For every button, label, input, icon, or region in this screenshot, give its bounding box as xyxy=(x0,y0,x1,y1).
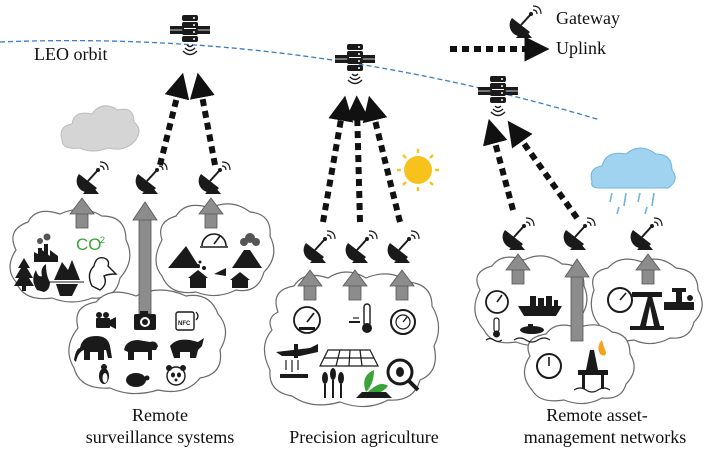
fire-icon xyxy=(33,264,50,292)
camera-icon xyxy=(134,311,156,330)
gateway-legend-label: Gateway xyxy=(556,8,620,28)
gateway-dish-icon xyxy=(75,161,109,195)
uplink-arrow xyxy=(344,95,370,223)
pest-magnifier-icon xyxy=(386,358,420,392)
gateway-dish-icon xyxy=(197,161,231,195)
cloud-icon xyxy=(60,105,140,152)
sun-icon xyxy=(397,149,439,191)
bear-icon xyxy=(124,340,158,360)
uplink-legend-label: Uplink xyxy=(556,38,607,58)
gauge-icon xyxy=(607,287,633,313)
tree-icon xyxy=(14,258,34,291)
submarine-icon xyxy=(513,324,551,343)
gauge-icon xyxy=(200,233,228,248)
turtle-icon xyxy=(126,373,150,387)
rhino-icon xyxy=(170,338,204,358)
co2-subscript: 2 xyxy=(100,235,105,245)
surveillance-label-line1: Remote xyxy=(132,405,188,425)
gateway-dish-icon xyxy=(501,217,535,251)
gateway-dish-icon xyxy=(302,230,336,264)
satellite-icon xyxy=(334,43,376,85)
crop-duster-icon xyxy=(276,344,318,378)
water-thermometer-icon xyxy=(485,317,503,343)
oil-rig-icon xyxy=(573,340,611,393)
pelican-icon xyxy=(88,256,118,291)
pressure-gauge-icon xyxy=(485,290,509,314)
gateway-dish-icon xyxy=(344,230,378,264)
surveillance-label-line2: surveillance systems xyxy=(85,427,235,447)
uplink-arrow xyxy=(320,95,354,223)
gateway-dish-icon xyxy=(386,230,420,264)
leo-orbit-line xyxy=(0,39,601,121)
uplink-arrow xyxy=(157,72,190,166)
uplink-arrow xyxy=(483,118,516,211)
gateway-dish-icon xyxy=(134,161,168,195)
volcano-icon xyxy=(232,233,262,268)
clock-gauge-icon xyxy=(536,353,562,379)
rockfall-icon xyxy=(214,268,226,276)
leo-orbit-label: LEO orbit xyxy=(34,44,108,64)
svg-text:NFC: NFC xyxy=(178,321,191,327)
pipeline-valve-icon xyxy=(664,288,694,310)
rain-cloud-icon xyxy=(590,147,676,215)
sprout-icon xyxy=(356,370,392,398)
panda-icon xyxy=(166,365,186,386)
nfc-icon: NFC xyxy=(175,311,199,331)
penguin-icon xyxy=(99,364,109,384)
gateway-dish-icon xyxy=(508,5,542,39)
sensor-dial-icon xyxy=(390,309,416,335)
co2-icon: CO xyxy=(76,235,102,254)
factory-icon xyxy=(34,233,58,262)
thermometer-icon xyxy=(349,303,372,333)
asset-cloud-bottom xyxy=(523,324,635,405)
long-upward-arrow xyxy=(564,258,590,342)
wheat-icon xyxy=(322,368,344,398)
asset-label-line1: Remote asset- xyxy=(546,405,648,425)
uplink-arrow xyxy=(507,120,580,220)
gateway-dish-icon xyxy=(562,217,596,251)
elephant-icon xyxy=(74,336,112,362)
iceberg-icon xyxy=(50,260,84,296)
uplink-arrow xyxy=(189,72,218,166)
agriculture-label: Precision agriculture xyxy=(289,427,439,447)
video-camera-icon xyxy=(96,312,116,329)
ship-icon xyxy=(518,296,562,316)
surveillance-cloud-right xyxy=(155,203,275,297)
house-damage-icon xyxy=(188,270,250,288)
uplinks xyxy=(157,72,580,223)
gateway-dish-icon xyxy=(629,217,663,251)
oil-pumpjack-icon xyxy=(630,292,664,330)
field-grid-icon xyxy=(319,349,379,367)
landslide-icon xyxy=(168,246,206,270)
gauge-icon xyxy=(293,306,321,334)
asset-label-line2: management networks xyxy=(523,427,687,447)
satellite-icon xyxy=(169,14,211,56)
uplink-arrow xyxy=(362,95,403,223)
